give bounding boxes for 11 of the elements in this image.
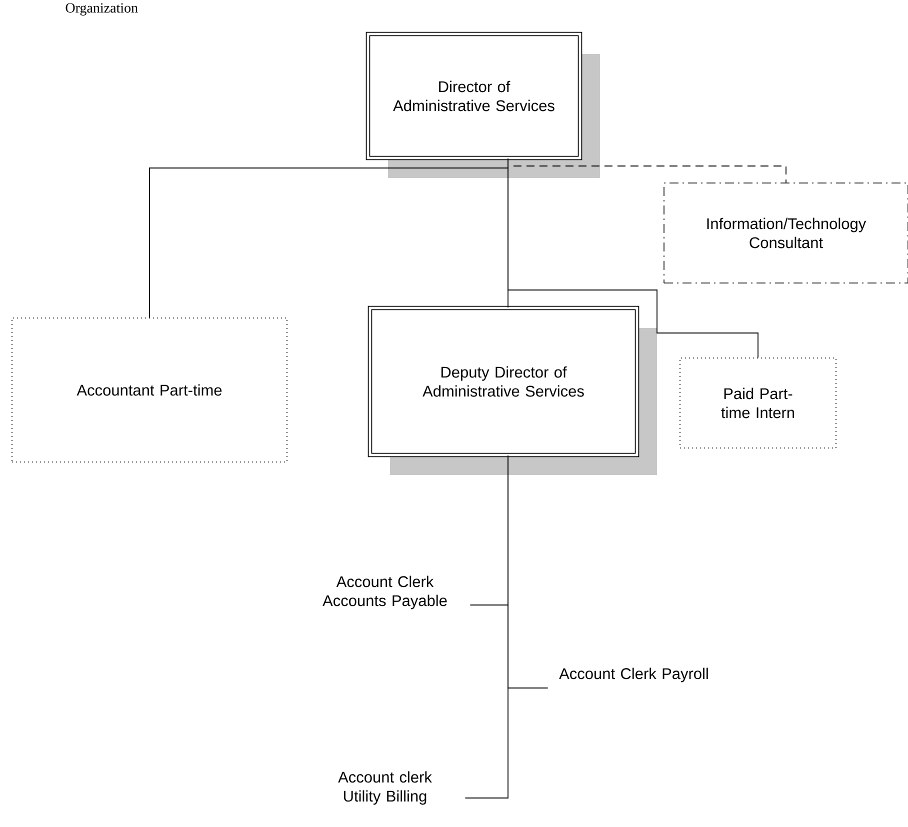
- title: Organization: [66, 3, 138, 16]
- process-box: Deputy Director of Administrative Services: [368, 306, 657, 475]
- process-box: Information/Technology Consultant: [664, 182, 908, 284]
- process-box: Accountant Part-time: [12, 318, 288, 462]
- position-label: Account Clerk Accounts Payable: [322, 576, 447, 610]
- position-label: Account clerk Utility Billing: [338, 771, 432, 805]
- connector-line: [464, 455, 508, 798]
- connector-line: [508, 158, 758, 358]
- process-box: Director of Administrative Services: [366, 32, 600, 178]
- position-label: Account Clerk Payroll: [559, 668, 708, 682]
- process-box: Paid Part-time Intern: [680, 358, 836, 448]
